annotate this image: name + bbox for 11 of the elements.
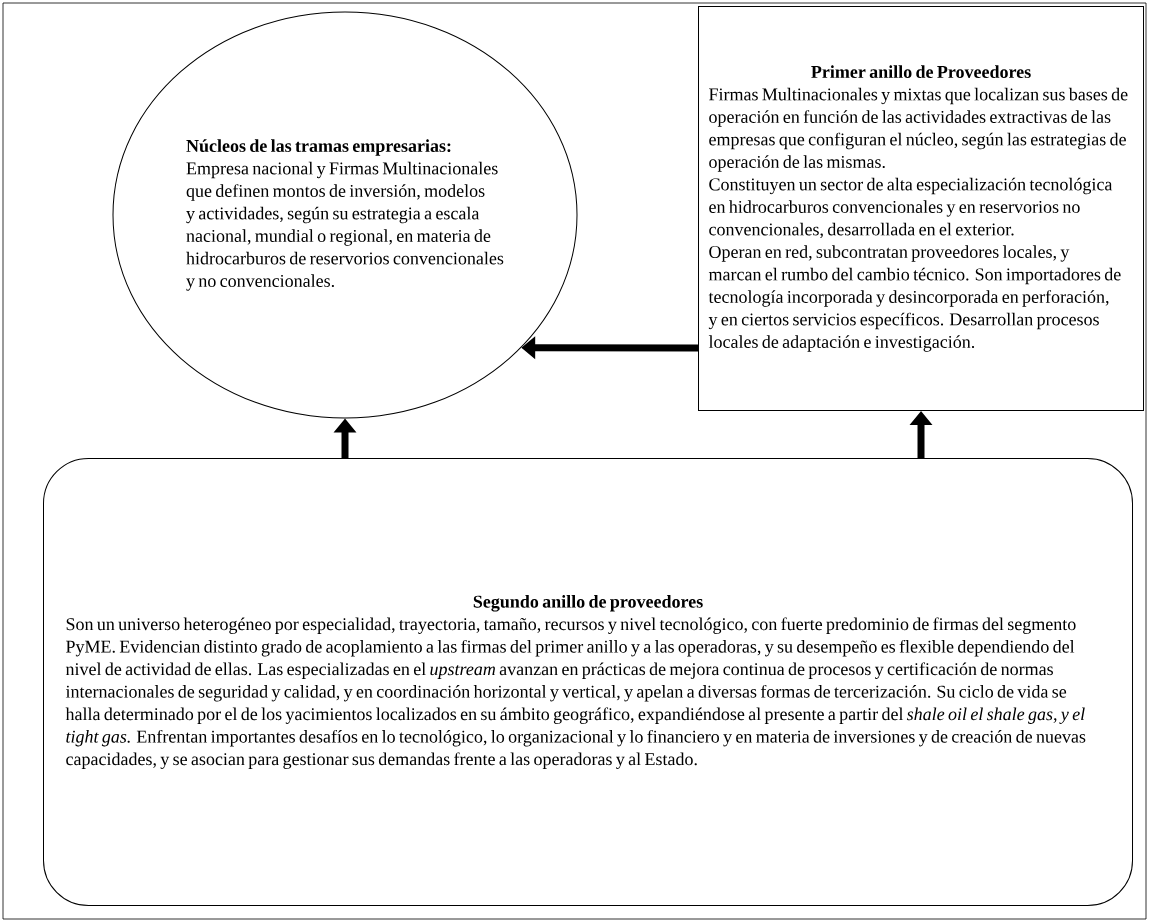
paragraph: Operan en red, subcontratan proveedores locales, y marcan el rumbo del cambio técnico. Son importadores de tecnología incorporada y desincorporada en perforación, y en ciertos servicios específicos. Desarrollan procesos locales de adaptación e investigación. <box>708 245 1121 352</box>
rounded-box <box>43 458 1133 906</box>
text-box <box>698 6 1144 411</box>
paragraph: Constituyen un sector de alta especialización tecnológica en hidrocarburos convencionales y en reservorios no convencionales, desarrollada en el exterior. <box>709 177 1113 239</box>
ellipse-node <box>112 11 578 419</box>
heading: Segundo anillo de proveedores <box>473 595 703 612</box>
heading: Primer anillo de Proveedores <box>811 65 1031 78</box>
paragraph: Firmas Multinacionales y mixtas que localizan sus bases de operación en función de las actividades extractivas de las empresas que configuran el núcleo, según las estrategias de operación de las mismas. <box>709 87 1128 172</box>
heading: Núcleos de las tramas empresarias: <box>186 139 451 156</box>
paragraph: Son un universo heterogéneo por especialidad, trayectoria, tamaño, recursos y nivel tecnológico, con fuerte predominio de firmas del segmento PyME. Evidencian distinto grado de acoplamiento a las firmas del primer anillo y a las operadoras, y su desempeño es flexible dependiendo del nivel de actividad de ellas. Las especializadas en el upstream avanzan en prácticas de mejora continua de procesos y certificación de normas internacionales de seguridad y calidad, y en coordinación horizontal y vertical, y apelan a diversas formas de tercerización. Su ciclo de vida se halla determinado por el de los yacimientos localizados en su ámbito geográfico, expandiéndose al presente a partir del shale oil el shale gas, y el tight gas. Enfrentan importantes desafíos en lo tecnológico, lo organizacional y lo financiero y en materia de inversiones y de creación de nuevas capacidades, y se asocian para gestionar sus demandas frente a las operadoras y al Estado. <box>65 617 1086 769</box>
paragraph: Empresa nacional y Firmas Multinacionales que definen montos de inversión, modelos y actividades, según su estrategia a escala nacional, mundial o regional, en materia de hidrocarburos de reservorios convencionales y no convencionales. <box>186 161 504 291</box>
